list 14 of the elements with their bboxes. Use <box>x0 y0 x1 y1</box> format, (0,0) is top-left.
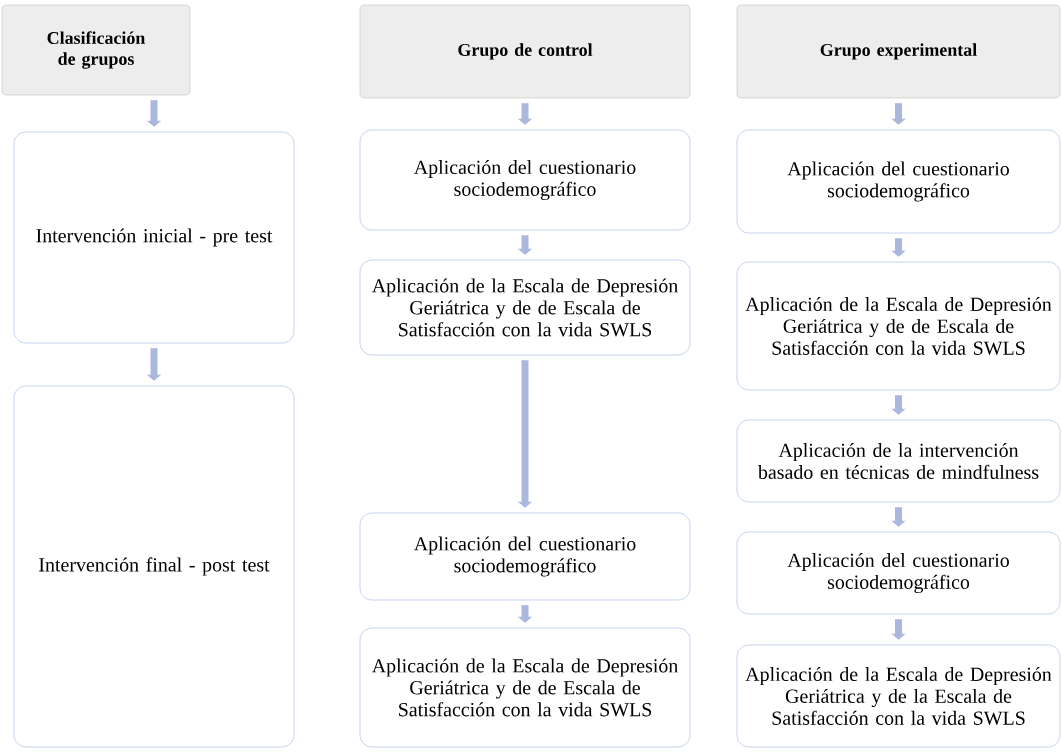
process-box: Aplicación de la Escala de Depresión Geriátrica y de de Escala de Satisfacción con la vida SWLS <box>359 259 691 356</box>
header-box: Grupo de control <box>359 4 691 99</box>
header-box: Grupo experimental <box>736 4 1061 99</box>
process-box: Aplicación de la Escala de Depresión Geriátrica y de de Escala de Satisfacción con la vida SWLS <box>736 261 1061 391</box>
header-box: Clasificación de grupos <box>1 4 191 96</box>
process-box: Aplicación del cuestionario sociodemográfico <box>359 129 691 231</box>
process-box: Intervención final - post test <box>13 385 295 748</box>
process-box: Aplicación de la intervención basado en técnicas de mindfulness <box>736 419 1061 503</box>
process-box: Intervención inicial - pre test <box>13 131 295 344</box>
process-box: Aplicación de la Escala de Depresión Geriátrica y de de Escala de Satisfacción con la vida SWLS <box>359 627 691 748</box>
process-box: Aplicación de la Escala de Depresión Geriátrica y de la Escala de Satisfacción con la vida SWLS <box>736 644 1061 748</box>
process-box: Aplicación del cuestionario sociodemográfico <box>736 531 1061 615</box>
process-box: Aplicación del cuestionario sociodemográfico <box>736 129 1061 234</box>
process-box: Aplicación del cuestionario sociodemográfico <box>359 512 691 601</box>
